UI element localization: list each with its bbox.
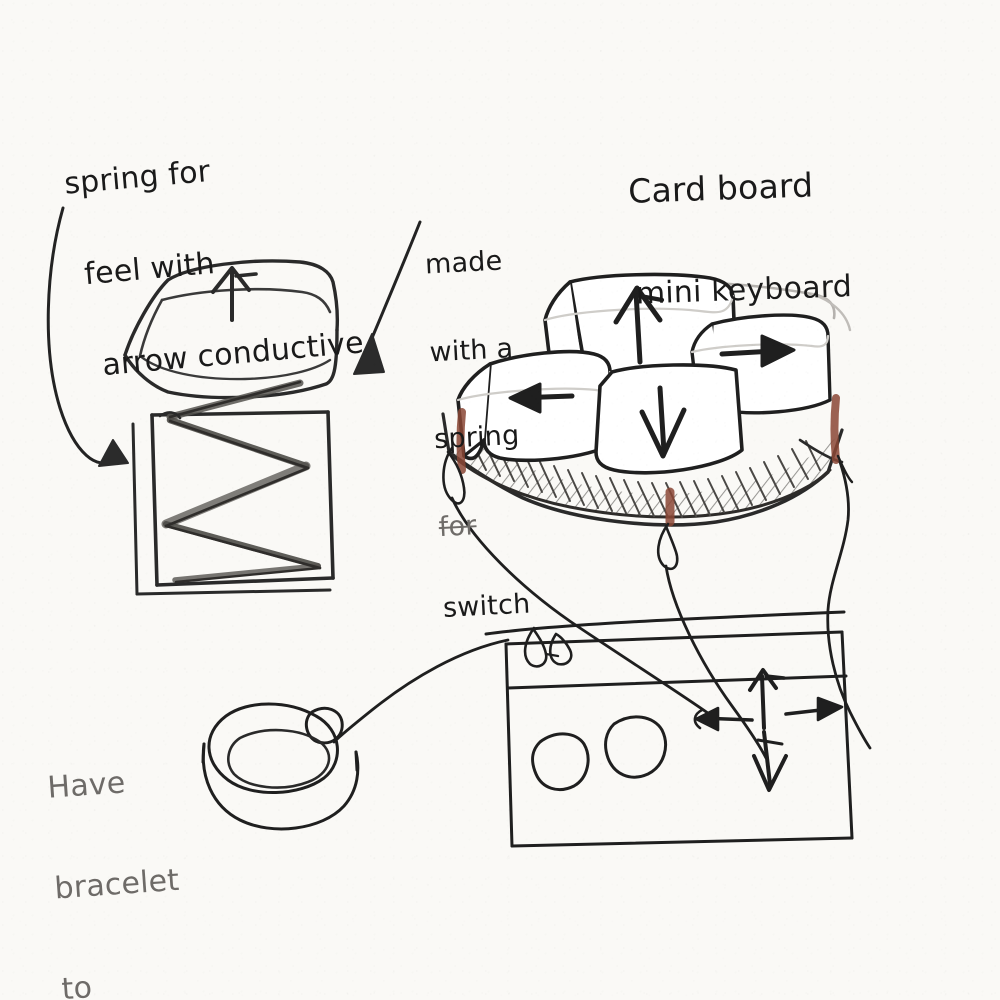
note-bracelet-line3: to [60,969,94,1000]
leader-arrow-made-with-spring [353,220,422,375]
exploded-keycap-up-arrow-icon [211,266,258,322]
spring-switch-frame [131,379,335,596]
note-spring-feel-line3: arrow conductive [100,325,366,383]
note-spring-for-feel: spring for feel with arrow conductive [58,84,370,444]
board-up-arrow-icon [748,668,786,730]
solder-pad-loop [523,626,573,668]
note-bracelet-line2: bracelet [53,862,181,907]
note-spring-feel-line1: spring for [62,154,212,202]
note-bracelet-line1: Have [46,765,127,806]
leader-arrow-spring-feel [46,206,129,467]
grounding-bracelet[interactable] [201,702,360,831]
title-line2: mini keyboard [635,269,853,312]
wires [332,446,872,760]
pad-circle-left[interactable] [531,732,590,791]
up-arrow-icon [613,285,665,365]
note-spring-feel-line2: feel with [82,245,217,293]
exploded-keycap-shell [123,259,340,400]
note-made-line2: with a [428,332,514,369]
right-arrow-icon [719,334,796,368]
down-arrow-icon [639,385,687,459]
note-made-line4: for [437,509,478,543]
left-arrow-keycap[interactable] [456,349,614,463]
board-left-arrow-icon [693,706,754,732]
pad-circle-right[interactable] [604,715,667,779]
board-right-arrow-icon [784,696,844,722]
left-arrow-icon [508,382,575,414]
note-made-line3: spring [433,420,521,456]
note-made-line5: switch [442,588,532,625]
title-line1: Card board [627,165,814,212]
base-board[interactable] [484,610,854,848]
note-made-line1: made [424,245,504,281]
board-down-arrow-icon [752,730,788,792]
conductive-contacts [456,394,840,527]
note-card-board-title: Card board mini keyboard [625,100,854,378]
down-arrow-keycap[interactable] [594,363,744,475]
